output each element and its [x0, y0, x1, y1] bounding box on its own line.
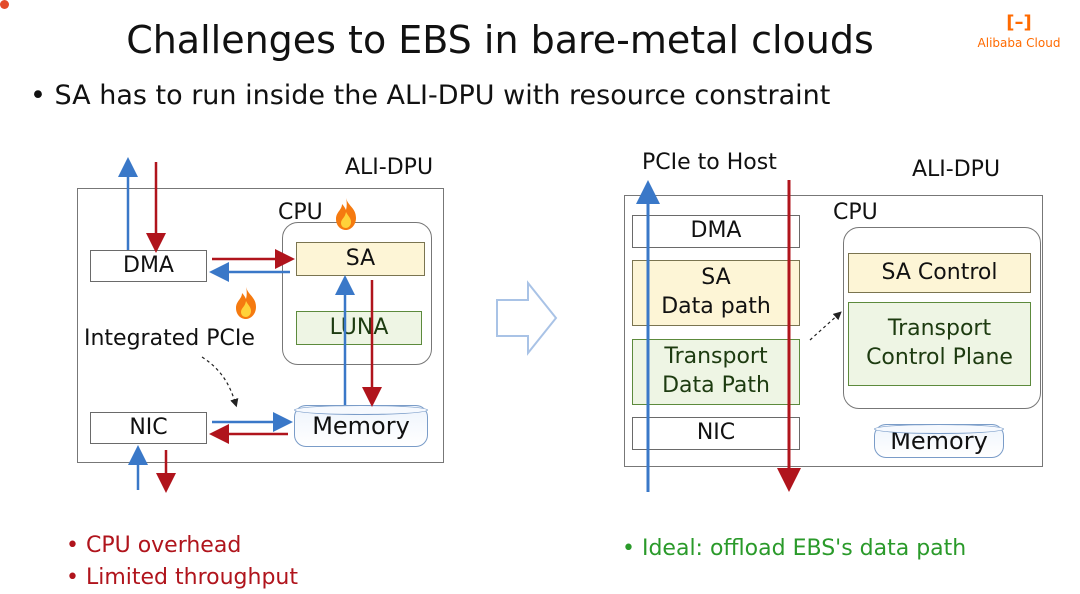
- alibaba-cloud-logo-text: Alibaba Cloud: [977, 36, 1061, 50]
- left-pcie-dashed-arrow: [201, 356, 239, 408]
- right-dpu-frame: [624, 195, 1043, 467]
- right-memory: Memory: [874, 424, 1004, 458]
- right-sa-control-box: SA Control: [848, 253, 1031, 293]
- left-nic-box: NIC: [90, 412, 207, 444]
- right-sa-data-path-box: SA Data path: [632, 260, 800, 326]
- right-transport-ctrl-line1: Transport: [887, 316, 992, 342]
- right-nic-box: NIC: [632, 417, 800, 450]
- transition-arrow-icon: [496, 280, 558, 356]
- alibaba-cloud-logo-icon: [–]: [1006, 12, 1032, 33]
- flame-icon: [336, 198, 356, 230]
- right-sa-data-line1: SA: [701, 265, 731, 291]
- main-bullet: • SA has to run inside the ALI-DPU with …: [30, 80, 831, 111]
- right-pcie-host-label: PCIe to Host: [642, 150, 777, 175]
- right-dpu-label: ALI-DPU: [912, 157, 1001, 182]
- right-control-dashed-arrow: [809, 311, 842, 341]
- right-cpu-label: CPU: [833, 200, 878, 225]
- left-sa-box: SA: [296, 242, 425, 276]
- left-dpu-frame: [77, 188, 444, 463]
- left-dpu-label: ALI-DPU: [345, 155, 434, 180]
- problem-item: • Limited throughput: [66, 565, 298, 590]
- right-dma-box: DMA: [632, 215, 800, 248]
- right-transport-data-path-box: Transport Data Path: [632, 339, 800, 405]
- right-sa-data-line2: Data path: [661, 294, 771, 319]
- right-transport-data-line1: Transport: [664, 344, 768, 370]
- right-transport-data-line2: Data Path: [662, 373, 770, 398]
- flame-icon: [236, 287, 256, 319]
- ideal-note: • Ideal: offload EBS's data path: [622, 536, 967, 561]
- left-pcie-label: Integrated PCIe: [84, 326, 255, 351]
- left-dma-box: DMA: [90, 250, 207, 282]
- left-luna-box: LUNA: [296, 311, 422, 345]
- alibaba-cloud-logo: [–] Alibaba Cloud: [966, 12, 1072, 51]
- right-cpu-frame: [843, 227, 1041, 409]
- recording-dot: [0, 0, 9, 9]
- problem-list: • CPU overhead • Limited throughput: [66, 530, 298, 594]
- left-cpu-label: CPU: [278, 200, 323, 225]
- slide-title: Challenges to EBS in bare-metal clouds: [126, 18, 874, 62]
- left-memory: Memory: [294, 405, 428, 447]
- right-transport-control-box: Transport Control Plane: [848, 302, 1031, 386]
- right-transport-ctrl-line2: Control Plane: [866, 345, 1013, 370]
- problem-item: • CPU overhead: [66, 533, 242, 558]
- left-cpu-frame: [282, 222, 432, 365]
